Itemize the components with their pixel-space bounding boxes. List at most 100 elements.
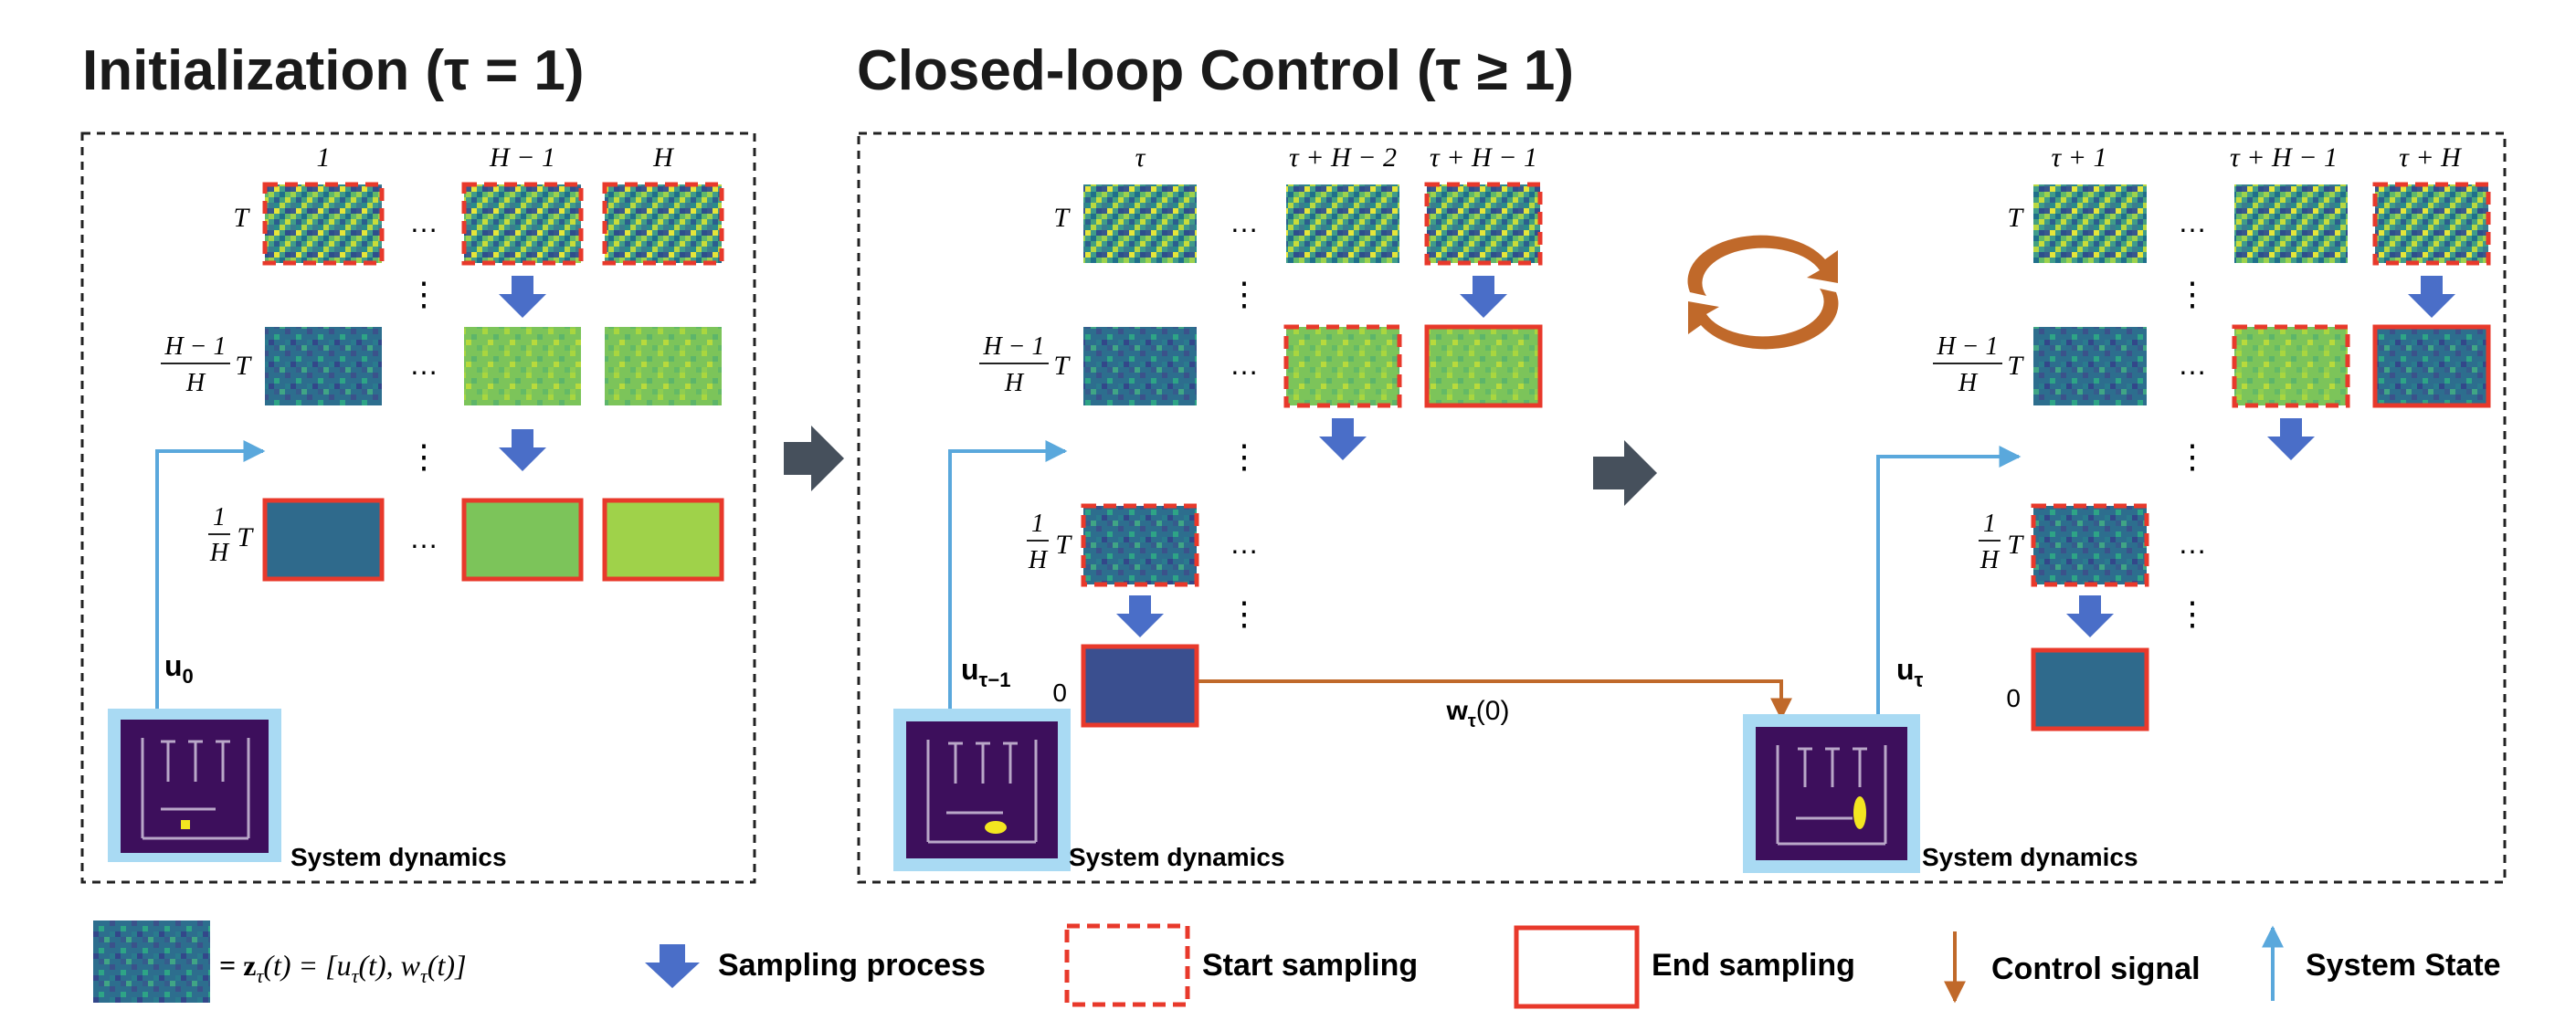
init-maze bbox=[108, 709, 281, 862]
closed-left-small-den: H bbox=[1028, 546, 1049, 574]
init-tile-r3c2 bbox=[461, 498, 584, 582]
init-tile-r3c3 bbox=[602, 498, 724, 582]
closed-right-tile-r3c1 bbox=[2031, 503, 2149, 587]
init-tile-r1c3 bbox=[602, 182, 724, 266]
legend-control-label: Control signal bbox=[1991, 952, 2201, 986]
closed-right-col-1: τ + 1 bbox=[2052, 142, 2107, 173]
closed-right-vdots-1: ⋮ bbox=[2176, 275, 2209, 312]
closed-right-frac-num: H − 1 bbox=[1936, 332, 1998, 361]
big-arrow-1 bbox=[784, 426, 844, 491]
control-signal-label: wτ(0) bbox=[1446, 696, 1510, 731]
closed-left-tile-r2c2 bbox=[1283, 324, 1402, 408]
closed-left-tile-r1c3 bbox=[1424, 182, 1543, 266]
init-tile-r3c1 bbox=[262, 498, 385, 582]
closed-panel-border bbox=[857, 132, 2507, 884]
init-row-t: T bbox=[233, 203, 250, 233]
closed-right-small-num: 1 bbox=[1983, 510, 1996, 538]
closed-left-caption: System dynamics bbox=[1069, 843, 1285, 871]
closed-left-tile-r1c1 bbox=[1083, 184, 1197, 263]
init-tile-r1c1 bbox=[262, 182, 385, 266]
closed-left-tile-r2c3 bbox=[1424, 324, 1543, 408]
init-tile-r1c2 bbox=[461, 182, 584, 266]
closed-left-sampling-arrow-1 bbox=[1460, 276, 1507, 318]
init-vdots-1: ⋮ bbox=[407, 275, 440, 312]
closed-left-state-arrow bbox=[948, 440, 1068, 721]
closed-right-tile-r2c2 bbox=[2232, 324, 2350, 408]
closed-left-frac-num: H − 1 bbox=[982, 332, 1044, 361]
closed-right-frac-den: H bbox=[1958, 369, 1979, 397]
big-arrow-2 bbox=[1593, 440, 1657, 506]
legend-state-label: System State bbox=[2306, 948, 2501, 983]
legend-latent-tile bbox=[93, 921, 210, 1003]
closed-left-small-t: T bbox=[1055, 530, 1072, 560]
closed-left-sampling-arrow-2 bbox=[1319, 418, 1367, 460]
init-row-small-num: 1 bbox=[213, 503, 226, 531]
init-caption: System dynamics bbox=[290, 843, 507, 871]
init-row-frac-t: T bbox=[235, 351, 252, 381]
closed-right-state-label: uτ bbox=[1896, 653, 1924, 691]
legend-end-icon bbox=[1514, 925, 1640, 1009]
closed-left-tile-r4c1 bbox=[1081, 644, 1199, 728]
closed-right-caption: System dynamics bbox=[1922, 843, 2138, 871]
legend-latent-formula: = zτ(t) = [uτ(t), wτ(t)] bbox=[219, 949, 467, 987]
closed-left-frac-t: T bbox=[1053, 351, 1071, 381]
init-sampling-arrow-2 bbox=[499, 429, 546, 471]
legend-start-label: Start sampling bbox=[1202, 948, 1418, 983]
closed-right-ellipsis-r1: … bbox=[2178, 205, 2207, 238]
closed-left-zero: 0 bbox=[1052, 679, 1067, 707]
closed-right-tile-r1c3 bbox=[2372, 182, 2491, 266]
closed-right-row-t: T bbox=[2007, 203, 2024, 233]
closed-right-small-den: H bbox=[1980, 546, 2001, 574]
closed-left-ellipsis-r1: … bbox=[1230, 205, 1259, 238]
legend-sampling-label: Sampling process bbox=[718, 948, 986, 983]
init-state-label: u0 bbox=[164, 649, 194, 688]
closed-right-small-t: T bbox=[2007, 530, 2024, 560]
closed-left-col-1: τ bbox=[1135, 142, 1146, 173]
closed-left-tile-r1c2 bbox=[1286, 184, 1399, 263]
closed-left-row-t: T bbox=[1053, 203, 1071, 233]
closed-left-col-2: τ + H − 2 bbox=[1289, 142, 1397, 173]
closed-right-sampling-arrow-2 bbox=[2267, 418, 2315, 460]
title-initialization: Initialization (τ = 1) bbox=[82, 39, 585, 102]
title-closed-loop: Closed-loop Control (τ ≥ 1) bbox=[857, 39, 1574, 102]
closed-left-tile-r3c1 bbox=[1081, 503, 1199, 587]
legend-sampling-icon bbox=[645, 944, 700, 988]
init-state-arrow bbox=[155, 440, 266, 721]
closed-right-frac-t: T bbox=[2007, 351, 2024, 381]
init-panel-border bbox=[80, 132, 756, 884]
closed-left-sampling-arrow-3 bbox=[1116, 595, 1164, 637]
init-sampling-arrow-1 bbox=[499, 276, 546, 318]
closed-right-vdots-2: ⋮ bbox=[2176, 437, 2209, 475]
closed-right-col-3: τ + H bbox=[2399, 142, 2463, 173]
closed-left-maze bbox=[893, 709, 1071, 871]
closed-right-ellipsis-r3: … bbox=[2178, 527, 2207, 560]
init-row-frac-num: H − 1 bbox=[164, 332, 226, 361]
closed-right-tile-r2c3 bbox=[2372, 324, 2491, 408]
closed-right-maze bbox=[1743, 714, 1920, 873]
closed-left-state-label: uτ−1 bbox=[961, 653, 1010, 691]
closed-left-vdots-3: ⋮ bbox=[1228, 594, 1261, 632]
closed-right-vdots-3: ⋮ bbox=[2176, 594, 2209, 632]
closed-right-zero: 0 bbox=[2006, 684, 2021, 712]
closed-right-tile-r1c2 bbox=[2234, 184, 2348, 263]
init-ellipsis-r3: … bbox=[409, 521, 438, 554]
legend-start-icon bbox=[1064, 923, 1190, 1007]
closed-left-frac-den: H bbox=[1004, 369, 1025, 397]
legend-end-label: End sampling bbox=[1652, 948, 1855, 983]
control-signal-arrow bbox=[1198, 679, 1792, 721]
closed-left-vdots-1: ⋮ bbox=[1228, 275, 1261, 312]
closed-right-tile-r2c1 bbox=[2033, 327, 2147, 405]
init-row-frac-den: H bbox=[185, 369, 206, 397]
closed-left-ellipsis-r3: … bbox=[1230, 527, 1259, 560]
init-tile-r2c2 bbox=[464, 327, 581, 405]
init-row-small-den: H bbox=[209, 539, 230, 567]
closed-right-col-2: τ + H − 1 bbox=[2230, 142, 2338, 173]
closed-left-vdots-2: ⋮ bbox=[1228, 437, 1261, 475]
closed-left-tile-r2c1 bbox=[1083, 327, 1197, 405]
init-row-small-t: T bbox=[237, 522, 254, 552]
init-col-h: H bbox=[652, 142, 675, 173]
init-col-h-1: H − 1 bbox=[489, 142, 555, 173]
closed-right-tile-r1c1 bbox=[2033, 184, 2147, 263]
closed-left-small-num: 1 bbox=[1031, 510, 1044, 538]
